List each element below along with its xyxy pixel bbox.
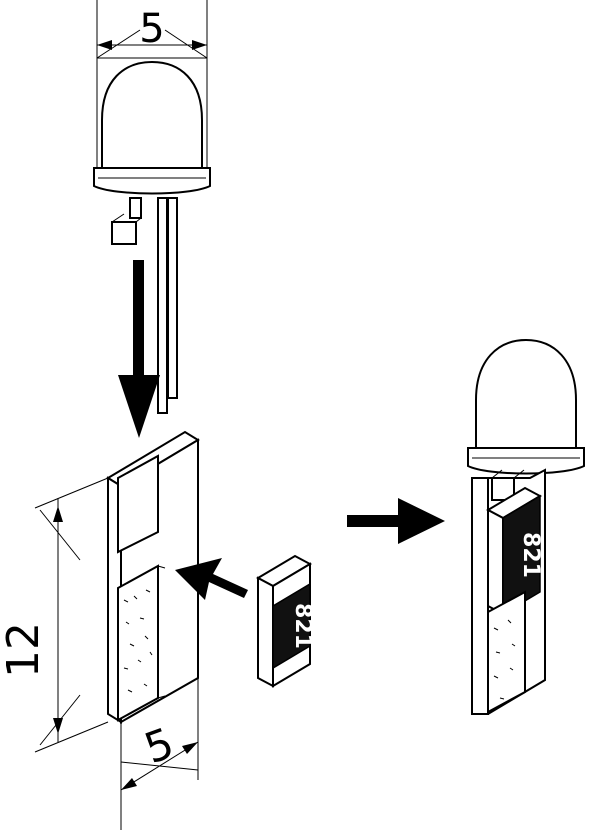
insert-arrow-icon [175, 558, 248, 600]
led-diameter-dimension: 5 [96, 6, 208, 59]
right-arrow-icon [347, 498, 445, 544]
smd-resistor: 821 [255, 554, 315, 688]
led-diameter-label: 5 [139, 6, 164, 52]
led-dome [101, 60, 203, 169]
resistor-solder-pad [117, 564, 166, 722]
resistor-marking: 821 [290, 603, 315, 649]
led-leads [111, 197, 178, 414]
board-width-label: 5 [138, 718, 180, 773]
led-flange [93, 167, 211, 195]
led-top: 5 [93, 0, 211, 414]
board-height-dimension: 12 [0, 477, 109, 753]
pcb-board [106, 430, 200, 724]
assembled-led: 821 [467, 338, 585, 715]
assembled-led-dome [475, 338, 577, 449]
mounted-resistor-marking: 821 [518, 532, 543, 578]
down-arrow-icon [118, 260, 160, 438]
board-height-label: 12 [0, 622, 49, 678]
led-solder-pad [117, 454, 159, 554]
